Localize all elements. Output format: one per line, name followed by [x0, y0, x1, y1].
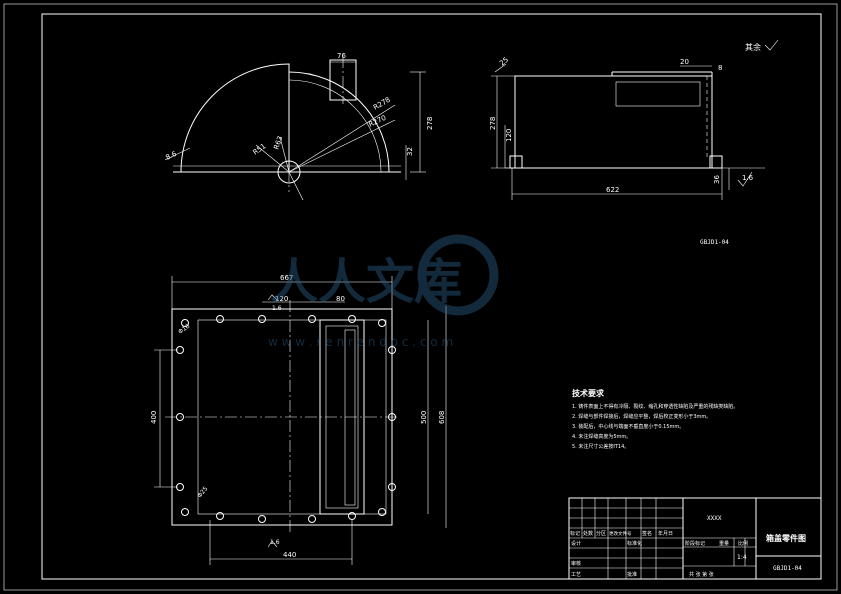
roughness-value: 1.6: [742, 174, 754, 182]
tech-item: 5. 未注尺寸公差按IT14。: [572, 443, 629, 450]
bolt-hole: [388, 413, 396, 421]
bolt-hole: [378, 319, 386, 327]
tech-item: 3. 装配后，中心线与端面不垂直度小于0.15mm。: [572, 423, 684, 430]
dim-overall: 667: [280, 274, 293, 282]
watermark-logo-icon: [417, 234, 499, 316]
tb-header: 更改文件号: [609, 530, 632, 537]
school-name: XXXX: [707, 515, 722, 522]
tb-standardize: 标准化: [627, 540, 642, 547]
tech-item: 4. 未注焊缝高度为5mm。: [572, 433, 631, 440]
bolt-hole: [258, 515, 266, 523]
top-left-view: 76 278 R278 R270 R51 R63 8.6 32: [164, 52, 434, 201]
bolt-hole: [308, 515, 316, 523]
dim-small: 32: [406, 147, 414, 156]
dim-inner: 120: [505, 129, 513, 142]
bolt-hole: [216, 315, 224, 323]
top-right-view: 其余 25 20 8 278 120 622 36 1.6: [489, 39, 779, 200]
dim-r278: R278: [372, 96, 392, 112]
side-outline: [514, 75, 713, 169]
dim-corner-top: Φ16: [177, 323, 191, 336]
dim-height: 278: [426, 117, 434, 130]
drawing-code: GBJD1-04: [773, 565, 802, 572]
right-arc-inner: [288, 79, 382, 173]
watermark-text: 人人文库: [270, 254, 462, 310]
finish-mark: 其余: [745, 42, 761, 52]
tb-row: 设计: [571, 540, 581, 547]
dim-top-20: 20: [680, 58, 689, 66]
tb-row: 工艺: [571, 572, 581, 578]
bolt-hole: [348, 512, 356, 520]
roughness-bot: 1.6: [270, 539, 280, 546]
roughness-symbol: [764, 39, 779, 51]
plan-view: 667 120 80 1.6 Φ16 Φ25 400 500 608 440 1…: [150, 274, 447, 565]
left-arc: [180, 63, 290, 173]
tb-sheet: 共 张 第 张: [689, 571, 714, 578]
outer-border: [3, 3, 838, 591]
tb-header: 分区: [596, 530, 606, 537]
right-arc-outer: [288, 71, 390, 173]
dim-top: 76: [337, 52, 346, 60]
bolt-hole: [378, 508, 386, 516]
tech-item: 2. 焊缝与部件焊接后，焊缝应平整，焊后校正变形小于3mm。: [572, 413, 711, 420]
tb-scale: 1:4: [737, 554, 747, 561]
watermark-url: w w w . r e n r e n d o c . c o m: [268, 335, 453, 349]
tb-header: 标记: [570, 530, 580, 537]
inner-border: [41, 13, 822, 580]
part-code: GBJD1-04: [700, 239, 729, 246]
tb-header: 年月日: [658, 530, 673, 537]
roughness-top: 1.6: [272, 305, 282, 312]
bolt-hole: [181, 508, 189, 516]
tech-requirements: 技术要求 1. 铸件表面上不得有冷隔、裂纹、缩孔和穿透性缺陷及严重的残缺类缺陷。…: [572, 388, 738, 450]
tb-approve: 批准: [627, 571, 637, 578]
dim-r270: R270: [367, 114, 387, 129]
dim-left: 8.6: [164, 150, 178, 162]
bolt-hole: [308, 315, 316, 323]
dim-bottom: 440: [283, 551, 296, 559]
dim-right: 36: [713, 175, 721, 184]
tb-stage: 阶段标记: [685, 540, 705, 547]
bolt-hole: [388, 483, 396, 491]
bolt-hole: [176, 413, 184, 421]
dim-top-8: 8: [718, 64, 722, 72]
watermark: 人人文库 w w w . r e n r e n d o c . c o m: [268, 234, 499, 349]
title-block-frame: [568, 497, 822, 580]
dim-width: 622: [606, 186, 619, 194]
bolt-hole: [348, 315, 356, 323]
tb-header: 签名: [642, 530, 652, 537]
tb-stage: 比例: [738, 540, 748, 547]
tb-row: 审核: [571, 560, 581, 567]
tech-item: 1. 铸件表面上不得有冷隔、裂纹、缩孔和穿透性缺陷及严重的残缺类缺陷。: [572, 403, 738, 410]
title-block: XXXX 箱盖零件图 GBJD1-04 标记 处数 分区 更改文件号 签名 年月…: [568, 497, 822, 580]
dim-120: 120: [275, 295, 288, 303]
side-rib: [615, 81, 701, 107]
dim-r51: R51: [252, 142, 268, 156]
dim-left: 400: [150, 411, 158, 424]
bolt-hole: [388, 346, 396, 354]
tb-header: 处数: [583, 530, 593, 537]
bolt-hole: [258, 315, 266, 323]
tech-title: 技术要求: [572, 388, 605, 398]
bolt-hole: [216, 512, 224, 520]
dim-right-inner: 500: [420, 411, 428, 424]
dim-height: 278: [489, 117, 497, 130]
bolt-hole: [181, 319, 189, 327]
dim-80: 80: [336, 295, 345, 303]
dim-corner: 25: [498, 56, 510, 68]
drawing-name: 箱盖零件图: [766, 533, 806, 543]
bolt-holes: [176, 315, 396, 523]
dim-right-outer: 608: [438, 411, 446, 424]
tb-stage: 重量: [719, 540, 729, 547]
